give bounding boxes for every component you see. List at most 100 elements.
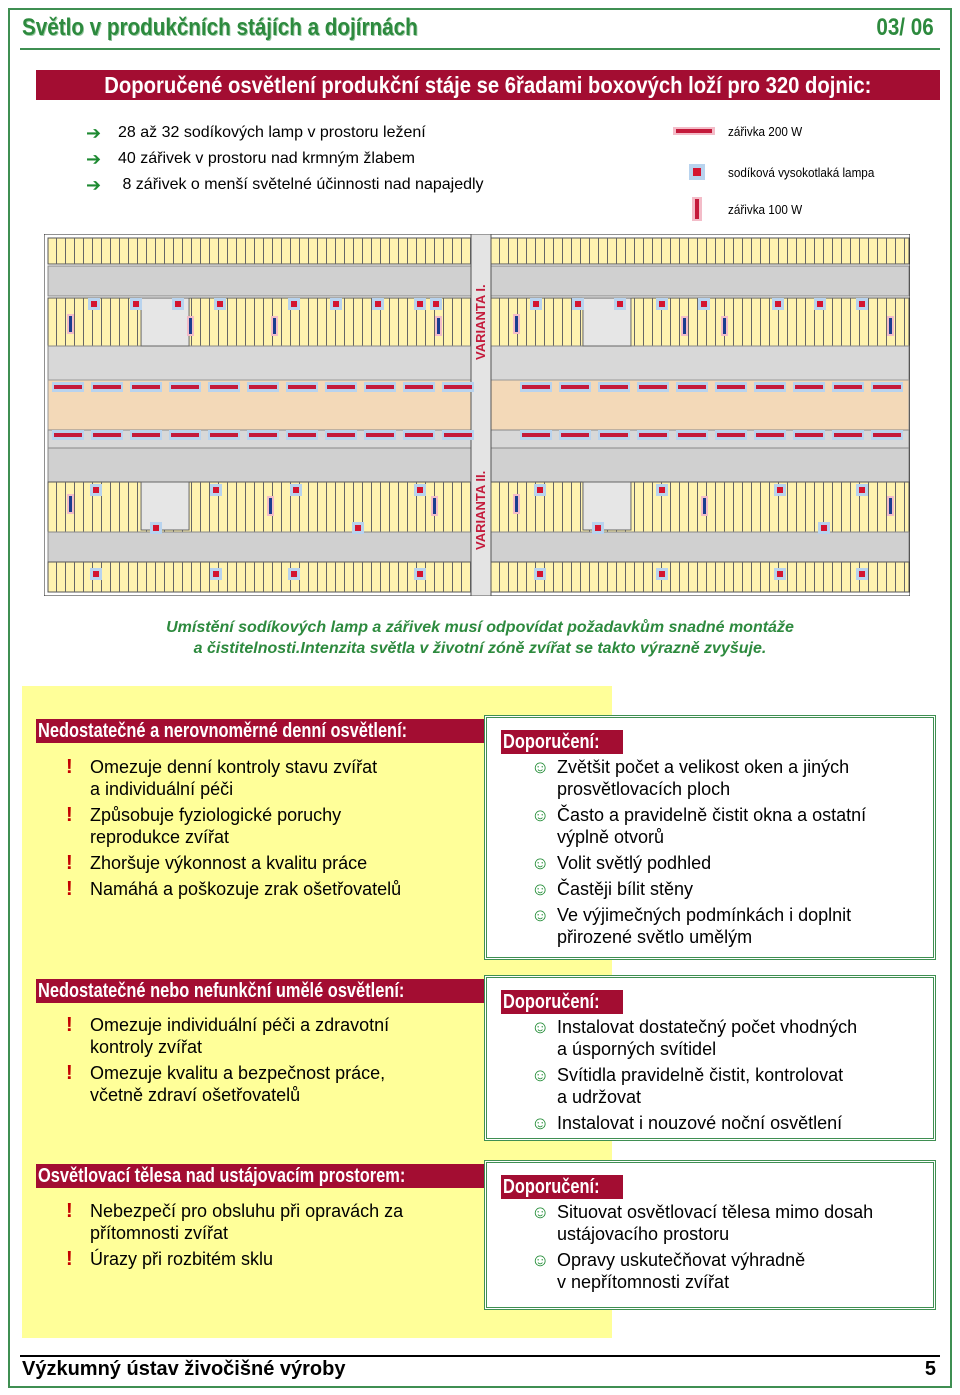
stall-divider: [272, 238, 273, 264]
stall-divider: [101, 482, 102, 532]
stall-divider: [508, 482, 509, 532]
stall-divider: [850, 482, 851, 532]
stall-divider: [535, 298, 536, 346]
stall-divider: [74, 238, 75, 264]
stall-divider: [814, 482, 815, 532]
stall-divider: [526, 238, 527, 264]
stall-divider: [461, 482, 462, 532]
stall-divider: [452, 238, 453, 264]
stall-divider: [553, 562, 554, 592]
stall-divider: [389, 298, 390, 346]
stall-divider: [643, 238, 644, 264]
list-item: !Omezuje kvalitu a bezpečnost práce,včet…: [66, 1062, 386, 1105]
stall-divider: [461, 298, 462, 346]
stall-divider: [886, 482, 887, 532]
fluorescent-tube: [54, 433, 82, 437]
stall-divider: [164, 562, 165, 592]
stall-divider: [344, 562, 345, 592]
stall-divider: [607, 238, 608, 264]
list-item: !Úrazy při rozbitém sklu: [66, 1248, 274, 1270]
fluorescent-tube: [834, 385, 862, 389]
stall-divider: [580, 298, 581, 346]
recommendation-title: Doporučení:: [501, 990, 623, 1014]
sodium-lamp: [333, 301, 339, 307]
sodium-lamp: [777, 487, 783, 493]
stall-divider: [182, 238, 183, 264]
stall-divider: [535, 482, 536, 532]
stall-divider: [715, 562, 716, 592]
stall-divider: [200, 482, 201, 532]
stall-divider: [326, 298, 327, 346]
list-item: ☺Často a pravidelně čistit okna a ostatn…: [531, 805, 867, 847]
stall-divider: [101, 238, 102, 264]
smiley-icon: ☺: [531, 805, 550, 825]
stall-divider: [733, 238, 734, 264]
fluorescent-tube: [717, 385, 745, 389]
stall-divider: [128, 238, 129, 264]
small-tube: [69, 316, 72, 332]
sodium-lamp: [291, 301, 297, 307]
stall-divider: [742, 562, 743, 592]
stall-divider: [670, 238, 671, 264]
sodium-lamp: [859, 571, 865, 577]
stall-divider: [652, 238, 653, 264]
stall-divider: [398, 238, 399, 264]
stall-divider: [398, 298, 399, 346]
stall-divider: [245, 482, 246, 532]
stall-divider: [688, 482, 689, 532]
water-trough: [582, 297, 632, 347]
sodium-lamp: [617, 301, 623, 307]
stall-divider: [119, 482, 120, 532]
stall-divider: [877, 562, 878, 592]
section-banner: Doporučené osvětlení produkční stáje se …: [36, 70, 940, 100]
fluorescent-tube: [249, 433, 277, 437]
stall-divider: [697, 298, 698, 346]
stall-divider: [814, 298, 815, 346]
stall-divider: [895, 238, 896, 264]
stall-divider: [227, 298, 228, 346]
stall-divider: [508, 238, 509, 264]
stall-divider: [425, 298, 426, 346]
stall-divider: [499, 482, 500, 532]
stall-divider: [571, 482, 572, 532]
stall-divider: [661, 298, 662, 346]
stall-divider: [562, 482, 563, 532]
stall-divider: [353, 298, 354, 346]
legend-item: sodíková vysokotlaká lampa: [672, 162, 874, 182]
stall-divider: [83, 482, 84, 532]
stall-divider: [679, 298, 680, 346]
stall-row: [47, 561, 472, 593]
stall-divider: [499, 298, 500, 346]
stall-divider: [679, 562, 680, 592]
feed-table-edge: [490, 345, 910, 381]
stall-divider: [661, 238, 662, 264]
fluorescent-tube: [561, 433, 589, 437]
stall-divider: [281, 238, 282, 264]
stall-divider: [389, 238, 390, 264]
stall-divider: [362, 298, 363, 346]
sodium-lamp: [701, 301, 707, 307]
page-header-title: Světlo v produkčních stájích a dojírnách: [22, 14, 418, 41]
stall-divider: [65, 298, 66, 346]
fluorescent-tube: [444, 385, 472, 389]
stall-divider: [814, 562, 815, 592]
fluorescent-tube: [717, 433, 745, 437]
sodium-lamp: [93, 487, 99, 493]
arrow-icon: ➔: [86, 149, 102, 169]
stall-divider: [904, 238, 905, 264]
fluorescent-tube: [561, 385, 589, 389]
stall-divider: [823, 482, 824, 532]
stall-divider: [526, 298, 527, 346]
legend-item: zářivka 100 W: [672, 196, 802, 222]
stall-divider: [832, 482, 833, 532]
stall-divider: [461, 562, 462, 592]
small-tube: [683, 318, 686, 334]
stall-divider: [580, 238, 581, 264]
stall-divider: [146, 238, 147, 264]
stall-divider: [389, 482, 390, 532]
stall-divider: [254, 482, 255, 532]
stall-divider: [344, 298, 345, 346]
